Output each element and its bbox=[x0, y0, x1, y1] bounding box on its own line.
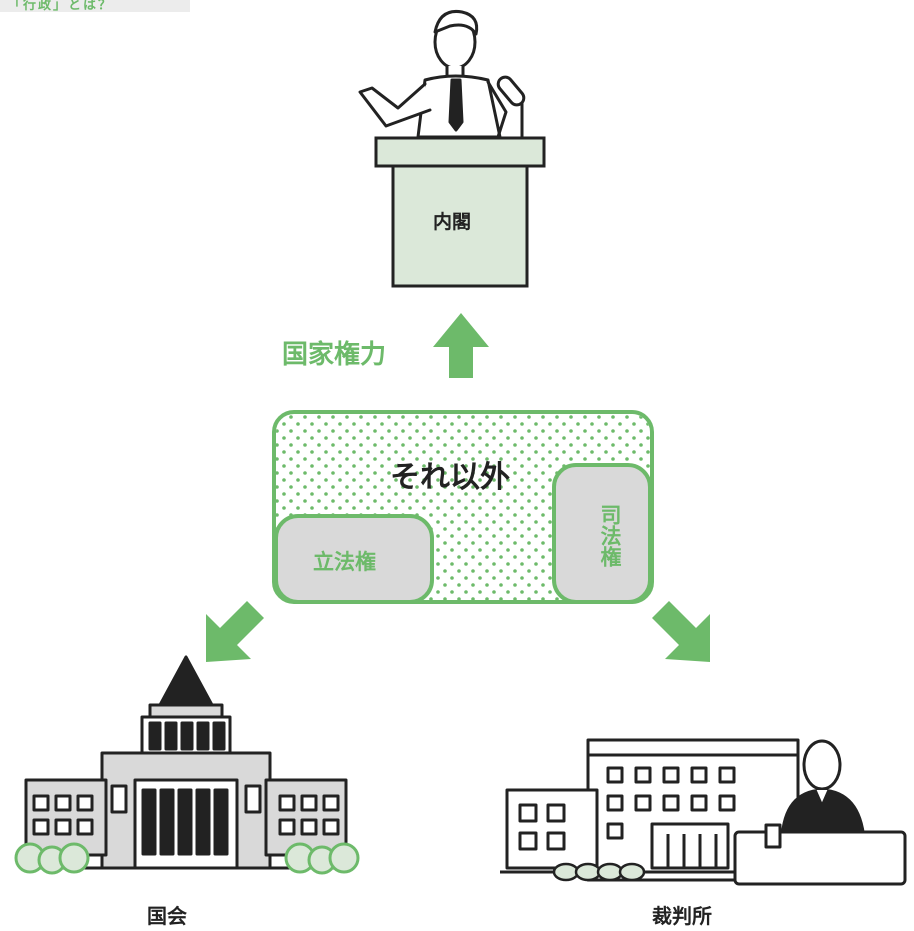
header-tab-text: 「行政」とは？ bbox=[8, 0, 114, 12]
up-arrow-icon bbox=[433, 313, 489, 378]
court-shrubs bbox=[552, 862, 646, 882]
header-tab: 「行政」とは？ bbox=[0, 0, 190, 12]
judicial-power-label: 司法権 bbox=[598, 503, 622, 567]
center-box bbox=[272, 410, 654, 604]
courthouse-building-icon bbox=[500, 738, 800, 882]
legislative-power-panel bbox=[274, 514, 434, 604]
podium bbox=[374, 136, 546, 288]
microphone-icon bbox=[496, 75, 526, 137]
national-diet-building-icon bbox=[20, 655, 352, 870]
diet-label: 国会 bbox=[147, 904, 187, 928]
down-right-arrow-icon bbox=[652, 601, 710, 662]
judge-icon bbox=[733, 739, 907, 886]
shrubs bbox=[14, 842, 360, 875]
other-powers-label: それ以外 bbox=[390, 460, 510, 495]
court-label: 裁判所 bbox=[652, 904, 712, 928]
cabinet-label: 内閣 bbox=[433, 211, 472, 233]
legislative-power-label: 立法権 bbox=[313, 550, 376, 574]
down-left-arrow-icon bbox=[206, 601, 264, 662]
speaker-at-podium-icon bbox=[358, 9, 508, 139]
judicial-power-panel bbox=[552, 463, 652, 604]
state-power-label: 国家権力 bbox=[282, 340, 387, 370]
